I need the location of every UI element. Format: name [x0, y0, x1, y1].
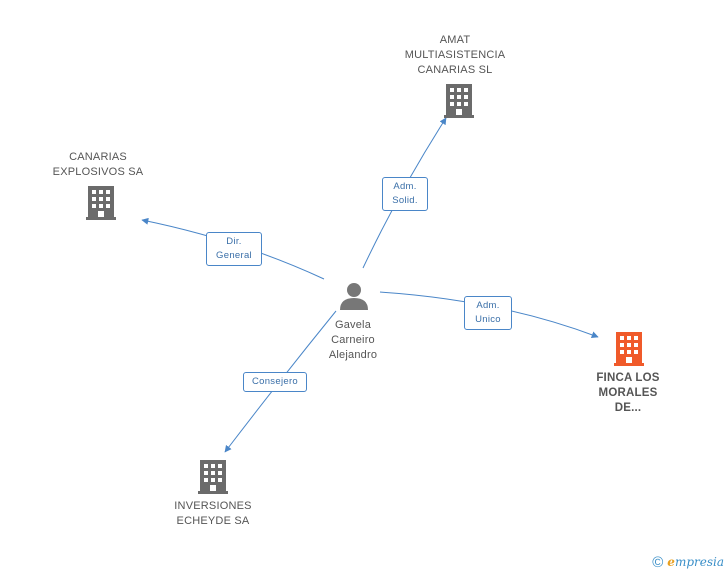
copyright-icon: ©: [652, 554, 664, 571]
edge-label-amat[interactable]: Adm. Solid.: [382, 177, 428, 211]
edge-label-inversiones[interactable]: Consejero: [243, 372, 307, 392]
footer-brand[interactable]: ©empresia: [652, 554, 724, 571]
node-label-canarias[interactable]: CANARIAS EXPLOSIVOS SA: [52, 151, 144, 178]
building-icon: [86, 186, 116, 220]
building-icon-highlight: [614, 332, 644, 366]
brand-logo: empresia: [667, 555, 724, 569]
node-label-inversiones[interactable]: INVERSIONES ECHEYDE SA: [174, 500, 252, 527]
center-node-label[interactable]: Gavela Carneiro Alejandro: [328, 319, 378, 361]
building-icon: [198, 460, 228, 494]
node-label-amat[interactable]: AMAT MULTIASISTENCIA CANARIAS SL: [404, 34, 506, 76]
building-icon: [444, 84, 474, 118]
edge-label-finca[interactable]: Adm. Unico: [464, 296, 512, 330]
person-icon: [340, 283, 368, 310]
edge-label-canarias[interactable]: Dir. General: [206, 232, 262, 266]
node-label-finca[interactable]: FINCA LOS MORALES DE...: [596, 372, 660, 414]
